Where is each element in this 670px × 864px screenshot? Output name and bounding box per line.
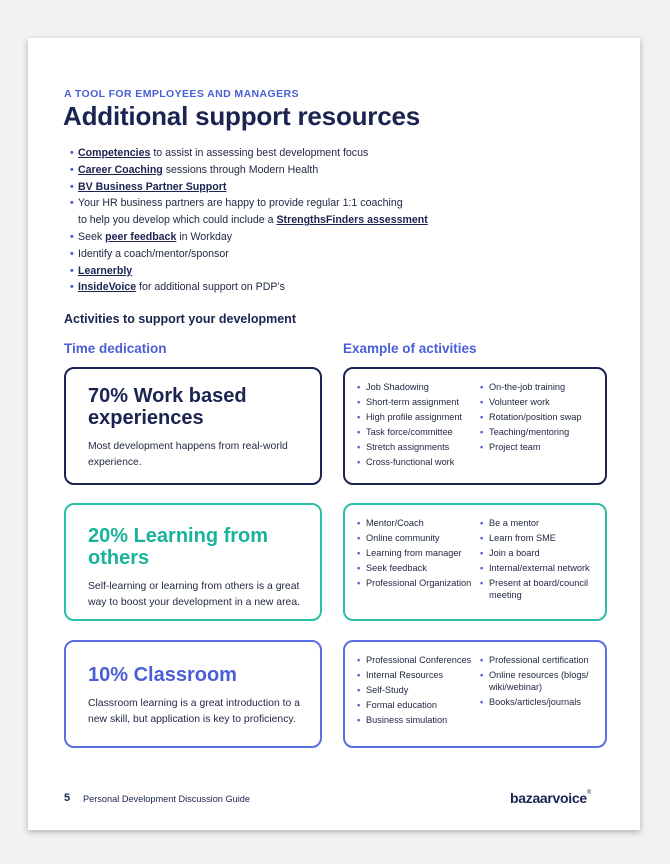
card-description: Most development happens from real-world… xyxy=(88,441,288,468)
list-item-text: Your HR business partners are happy to p… xyxy=(78,197,403,210)
activity-item: Online resources (blogs/ wiki/webinar) xyxy=(480,669,597,693)
page-title: Additional support resources xyxy=(63,101,421,131)
activity-item: Mentor/Coach xyxy=(357,517,474,529)
activity-item: Cross-functional work xyxy=(357,456,474,468)
list-item-text: for additional support on PDP’s xyxy=(136,281,285,294)
classroom-activities: Professional ConferencesInternal Resourc… xyxy=(343,640,607,748)
activity-item: Formal education xyxy=(357,699,474,711)
card-title: 10% Classroom xyxy=(88,664,237,686)
logo-registered-mark: ® xyxy=(586,790,591,796)
activity-item: Seek feedback xyxy=(357,562,474,574)
activity-list-left: Mentor/CoachOnline communityLearning fro… xyxy=(357,517,474,619)
list-item-text: in Workday xyxy=(176,230,233,243)
activity-list-right: Be a mentorLearn from SME Join a boardInt… xyxy=(480,517,597,619)
bullet-icon: • xyxy=(70,230,74,243)
list-item: • Competencies to assist in assessing bes… xyxy=(70,145,428,162)
bullet-icon: • xyxy=(70,147,74,159)
activity-item: Professional Conferences xyxy=(357,654,474,666)
activity-list-left: Professional ConferencesInternal Resourc… xyxy=(357,654,474,746)
page-number: 5 xyxy=(64,792,71,804)
activity-item: Learning from manager xyxy=(357,547,474,559)
activity-item: Stretch assignments xyxy=(357,441,474,453)
bullet-icon: • xyxy=(70,247,74,260)
activity-item: Job Shadowing xyxy=(357,381,474,393)
activity-item: Rotation/position swap xyxy=(480,411,597,423)
work-based-card: 70% Work based experiences Most developm… xyxy=(64,367,322,485)
bullet-icon: • xyxy=(70,163,74,176)
list-item: • Identify a coach/mentor/sponsor xyxy=(70,246,428,263)
list-item-text: sessions through Modern Health xyxy=(162,163,319,176)
activity-item: Present at board/council meeting xyxy=(480,577,597,601)
card-title: 20% Learning from others xyxy=(88,525,269,569)
list-item-text: to assist in assessing best development … xyxy=(150,147,369,159)
list-item: • Learnerbly xyxy=(70,263,428,280)
card-description: Classroom learning is a great introducti… xyxy=(88,698,300,725)
list-item-text: Identify a coach/mentor/sponsor xyxy=(78,247,229,260)
learning-others-activities: Mentor/CoachOnline communityLearning fro… xyxy=(343,503,607,621)
activity-item: High profile assignment xyxy=(357,411,474,423)
activity-item: Task force/committee xyxy=(357,426,474,438)
activity-item: Self-Study xyxy=(357,684,474,696)
learnerbly-link[interactable]: Learnerbly xyxy=(78,264,133,277)
document-page: A TOOL FOR EMPLOYEES AND MANAGERS Additi… xyxy=(28,38,640,830)
strengthsfinders-link[interactable]: StrengthsFinders assessment xyxy=(276,214,428,227)
activity-list-left: Job ShadowingShort-term assignmentHigh p… xyxy=(357,381,474,483)
activity-item: Short-term assignment xyxy=(357,396,474,408)
footer-doc-title: Personal Development Discussion Guide xyxy=(83,794,250,804)
insidevoice-link[interactable]: InsideVoice xyxy=(78,281,137,294)
list-item: • InsideVoice for additional support on P… xyxy=(70,279,428,296)
bullet-icon: • xyxy=(70,180,74,193)
activity-item: Project team xyxy=(480,441,597,453)
list-item-text: to help you develop which could include … xyxy=(78,214,277,227)
activity-item: Internal/external network xyxy=(480,562,597,574)
activity-list-right: On-the-job trainingVolunteer workRotatio… xyxy=(480,381,597,483)
activity-item: Learn from SME xyxy=(480,532,597,544)
competencies-link[interactable]: Competencies xyxy=(78,147,151,159)
time-dedication-heading: Time dedication xyxy=(64,341,167,356)
peer-feedback-link[interactable]: peer feedback xyxy=(105,230,177,243)
activity-item: Volunteer work xyxy=(480,396,597,408)
list-item-text: Seek xyxy=(78,230,106,243)
activity-item: Professional certification xyxy=(480,654,597,666)
resources-list: • Competencies to assist in assessing bes… xyxy=(70,145,428,296)
list-item: • BV Business Partner Support xyxy=(70,179,428,196)
card-description: Self-learning or learning from others is… xyxy=(88,581,300,608)
activity-item: On-the-job training xyxy=(480,381,597,393)
bullet-icon: • xyxy=(70,281,74,294)
card-title: 70% Work based experiences xyxy=(88,385,247,429)
eyebrow-label: A TOOL FOR EMPLOYEES AND MANAGERS xyxy=(64,88,299,100)
activity-list-right: Professional certificationOnline resourc… xyxy=(480,654,597,746)
list-item: • Your HR business partners are happy to … xyxy=(70,195,428,229)
activity-item: Books/articles/journals xyxy=(480,696,597,708)
activity-item: Internal Resources xyxy=(357,669,474,681)
activity-item: Business simulation xyxy=(357,714,474,726)
list-item: • Career Coaching sessions through Modern… xyxy=(70,162,428,179)
list-item: • Seek peer feedback in Workday xyxy=(70,229,428,246)
bazaarvoice-logo: bazaarvoice® xyxy=(510,790,591,806)
activity-item: Be a mentor xyxy=(480,517,597,529)
activity-item: Online community xyxy=(357,532,474,544)
learning-others-card: 20% Learning from others Self-learning o… xyxy=(64,503,322,621)
logo-text: bazaarvoice xyxy=(510,790,587,806)
work-based-activities: Job ShadowingShort-term assignmentHigh p… xyxy=(343,367,607,485)
example-activities-heading: Example of activities xyxy=(343,341,477,356)
career-coaching-link[interactable]: Career Coaching xyxy=(78,163,163,176)
bullet-icon: • xyxy=(70,197,74,210)
activity-item: Join a board xyxy=(480,547,597,559)
bv-business-partner-link[interactable]: BV Business Partner Support xyxy=(78,180,227,193)
activity-item: Teaching/mentoring xyxy=(480,426,597,438)
activities-heading: Activities to support your development xyxy=(64,312,296,326)
bullet-icon: • xyxy=(70,264,74,277)
classroom-card: 10% Classroom Classroom learning is a gr… xyxy=(64,640,322,748)
activity-item: Professional Organization xyxy=(357,577,474,589)
